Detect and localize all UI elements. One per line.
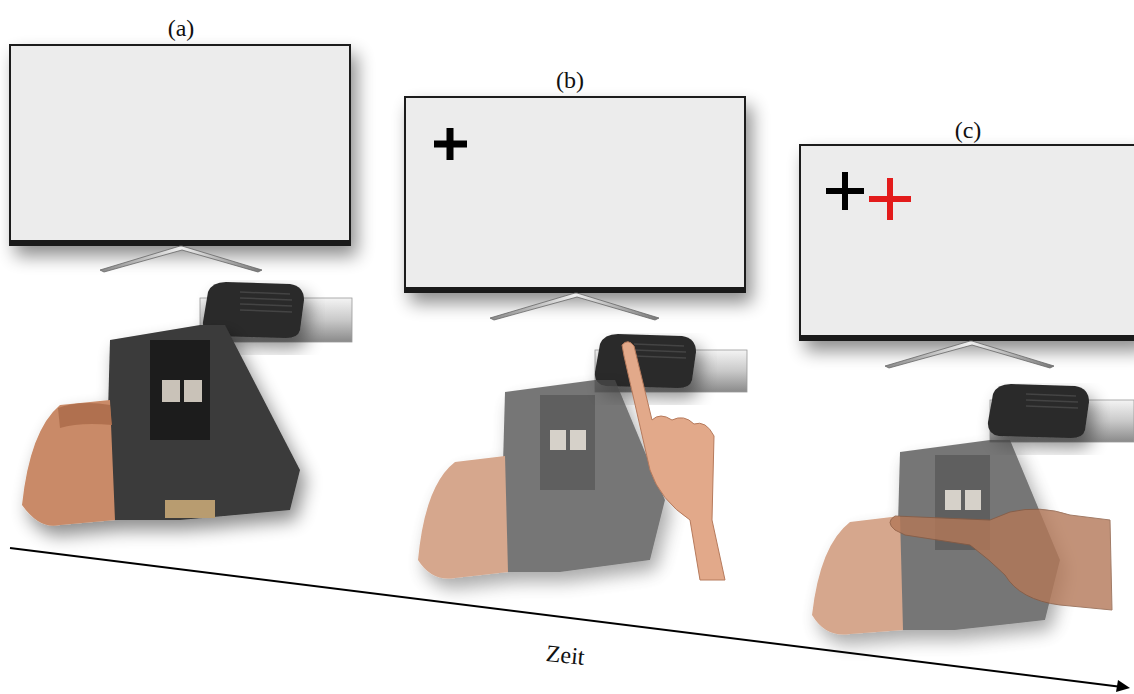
panel-label: (a) [168, 16, 195, 40]
monitor [405, 97, 745, 320]
target-cross [869, 178, 911, 220]
panel-label: (b) [556, 68, 584, 92]
hand-held-device [418, 380, 665, 579]
monitor [10, 45, 350, 272]
foot-pedal [988, 384, 1134, 442]
foot-pedal [595, 334, 747, 392]
fixation-cross [434, 128, 467, 160]
axis-label: Zeit [545, 641, 586, 669]
monitor [800, 145, 1134, 368]
pointing-hand [890, 509, 1112, 610]
panel-label: (c) [955, 118, 982, 142]
pointing-hand [622, 342, 725, 580]
fixation-cross [826, 172, 864, 210]
time-arrow [10, 548, 1130, 692]
hand-held-device [22, 325, 300, 526]
